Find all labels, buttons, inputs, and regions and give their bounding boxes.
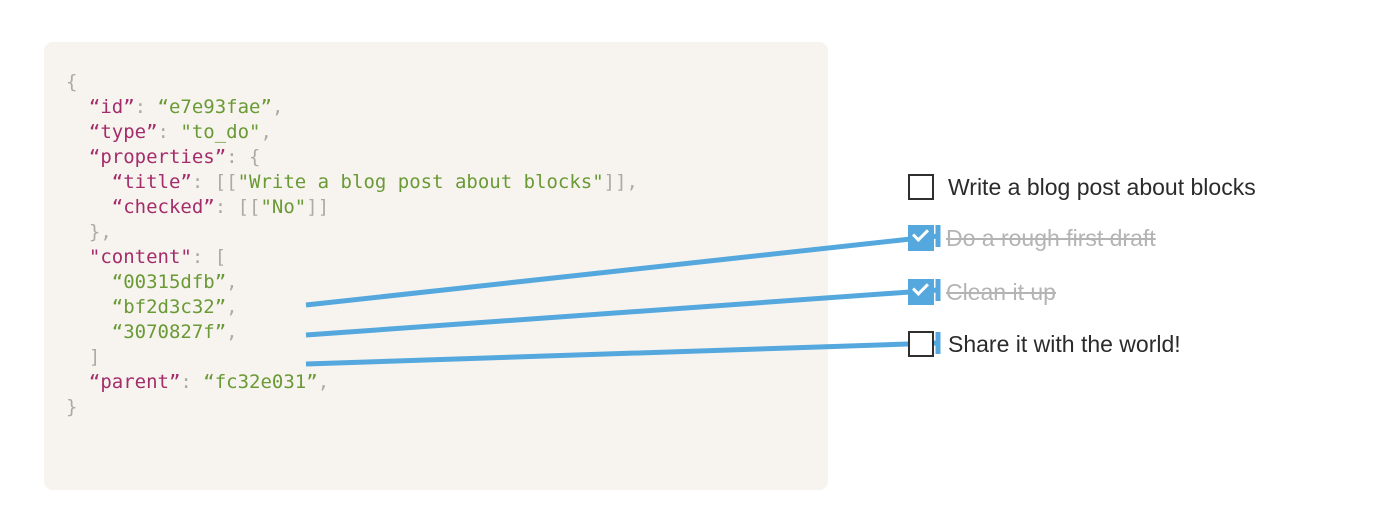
checkmark-icon <box>912 279 929 296</box>
code-line: “bf2d3c32”, <box>111 296 238 318</box>
code-line: { <box>66 71 78 93</box>
code-line: }, <box>66 221 112 243</box>
code-line: “type”: "to_do", <box>88 121 272 143</box>
checkbox-checked-icon[interactable] <box>908 225 934 251</box>
code-line: “00315dfb”, <box>111 271 238 293</box>
json-code-text: { “id”: “e7e93fae”, “type”: "to_do", “pr… <box>66 70 638 420</box>
checkbox-unchecked-icon[interactable] <box>908 174 934 200</box>
todo-item-write-a-blog-post-about-blocks[interactable]: Write a blog post about blocks <box>908 172 1256 202</box>
json-code-panel: { “id”: “e7e93fae”, “type”: "to_do", “pr… <box>44 42 828 490</box>
todo-item-do-a-rough-first-draft[interactable]: Do a rough first draft <box>908 223 1156 253</box>
todo-item-clean-it-up[interactable]: Clean it up <box>908 277 1056 307</box>
code-line: “title”: [["Write a blog post about bloc… <box>111 171 638 193</box>
todo-item-share-it-with-the-world[interactable]: Share it with the world! <box>908 329 1181 359</box>
code-line: ] <box>66 346 101 368</box>
code-line: “properties”: { <box>88 146 261 168</box>
checkbox-checked-icon[interactable] <box>908 279 934 305</box>
todo-item-label: Clean it up <box>946 278 1056 305</box>
code-line: } <box>66 396 78 418</box>
code-line: "content": [ <box>88 246 227 268</box>
code-line: “checked”: [["No"]] <box>111 196 330 218</box>
todo-item-label: Write a blog post about blocks <box>948 173 1256 200</box>
code-line: “id”: “e7e93fae”, <box>88 96 284 118</box>
checkmark-icon <box>912 225 929 242</box>
code-line: “3070827f”, <box>111 321 238 343</box>
todo-item-label: Share it with the world! <box>948 330 1181 357</box>
checkbox-unchecked-icon[interactable] <box>908 331 934 357</box>
code-line: “parent”: “fc32e031”, <box>88 371 330 393</box>
todo-item-label: Do a rough first draft <box>946 224 1156 251</box>
